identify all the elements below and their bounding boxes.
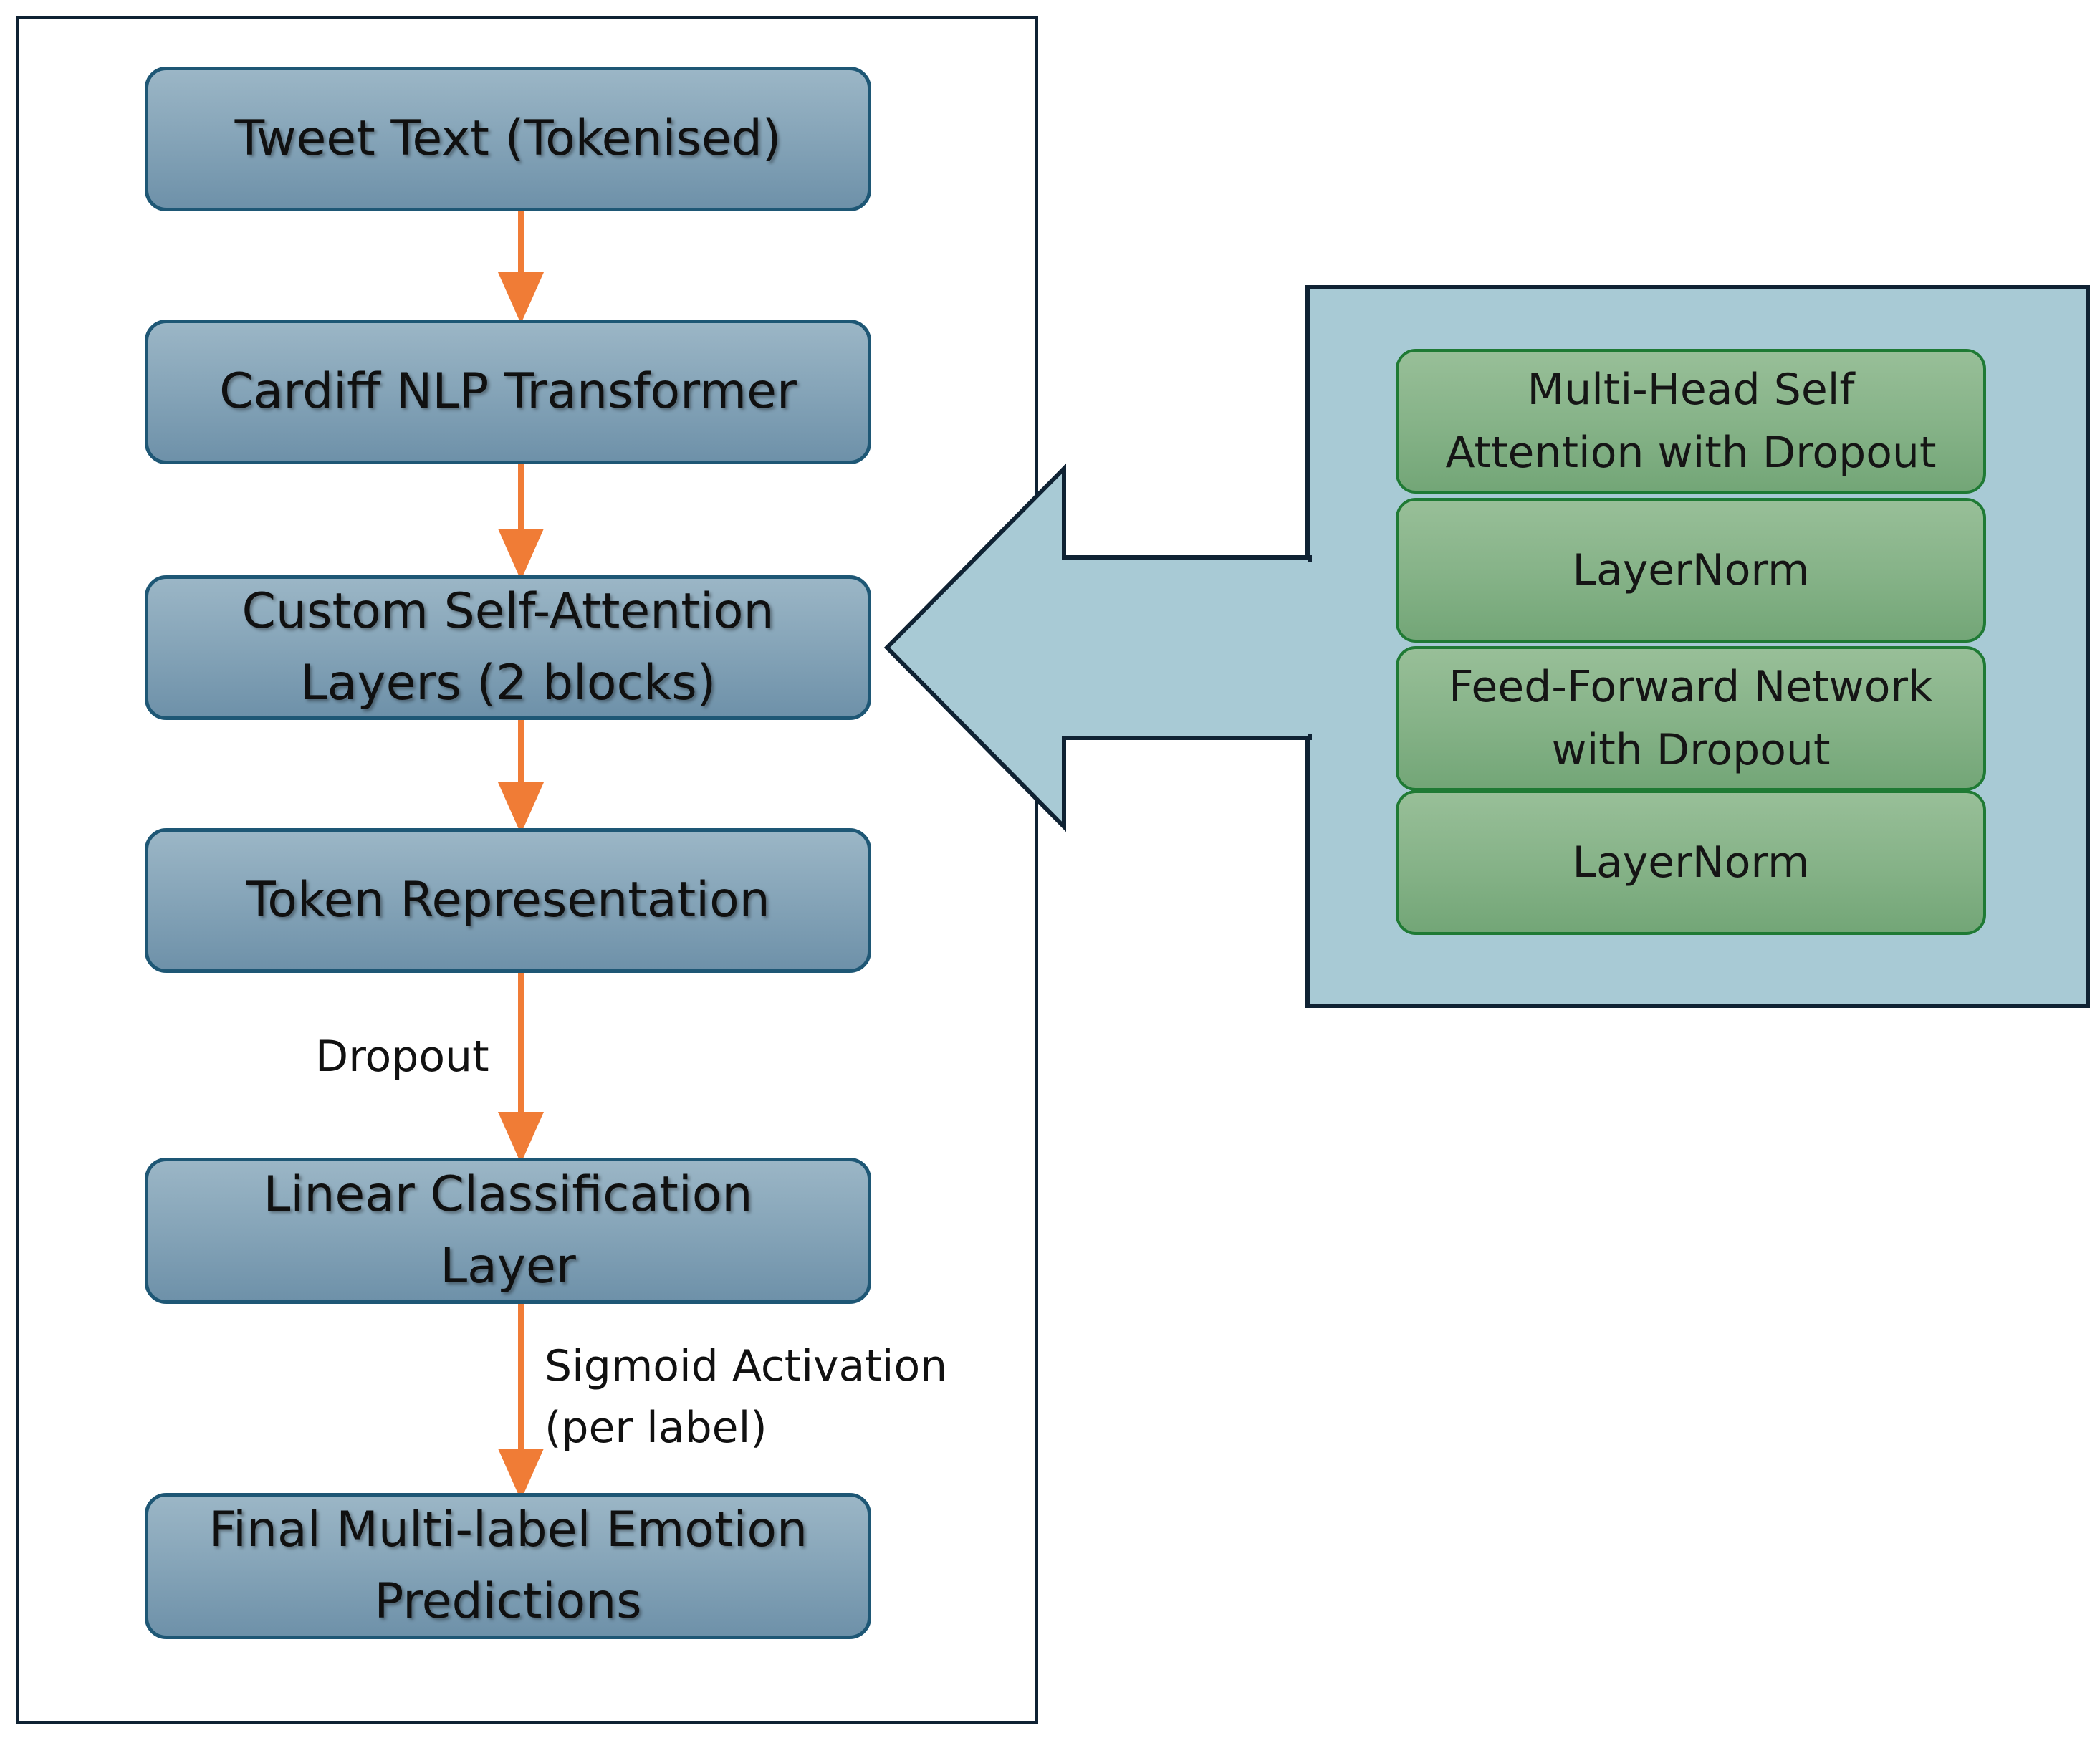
node-custom-self-attention: Custom Self-Attention Layers (2 blocks) [145,575,871,720]
layer-feed-forward: Feed-Forward Network with Dropout [1396,646,1986,791]
layer-norm-1: LayerNorm [1396,498,1986,643]
layer-multi-head-attention-label: Multi-Head Self Attention with Dropout [1445,365,1937,478]
edge-label-dropout: Dropout [315,1032,489,1082]
node-cardiff-transformer-label: Cardiff NLP Transformer [219,363,797,420]
node-tweet-text: Tweet Text (Tokenised) [145,67,871,211]
node-cardiff-transformer: Cardiff NLP Transformer [145,320,871,464]
node-token-representation: Token Representation [145,828,871,973]
node-tweet-text-label: Tweet Text (Tokenised) [234,110,782,167]
node-final-predictions: Final Multi-label Emotion Predictions [145,1493,871,1639]
node-token-representation-label: Token Representation [246,872,770,928]
layer-norm-2: LayerNorm [1396,790,1986,935]
node-linear-classification-label: Linear Classification Layer [263,1166,753,1295]
node-linear-classification: Linear Classification Layer [145,1158,871,1304]
layer-multi-head-attention: Multi-Head Self Attention with Dropout [1396,349,1986,494]
node-final-predictions-label: Final Multi-label Emotion Predictions [208,1502,808,1630]
layer-feed-forward-label: Feed-Forward Network with Dropout [1449,662,1933,775]
node-custom-self-attention-label: Custom Self-Attention Layers (2 blocks) [241,583,775,711]
layer-norm-2-label: LayerNorm [1572,837,1810,888]
edge-label-sigmoid: Sigmoid Activation (per label) [545,1341,948,1453]
layer-norm-1-label: LayerNorm [1572,545,1810,595]
pipeline-frame [16,16,1038,1724]
